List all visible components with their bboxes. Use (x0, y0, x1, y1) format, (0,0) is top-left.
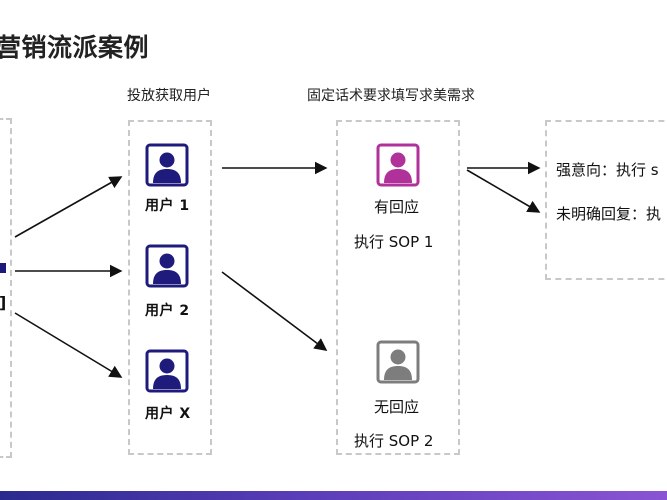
responded-status: 有回应 (374, 198, 420, 216)
no-response-action: 执行 SOP 2 (354, 432, 434, 450)
users-column-label: 投放获取用户 (127, 88, 211, 104)
outcome-unclear-reply: 未明确回复：执 (556, 205, 662, 223)
sop-box (336, 120, 460, 455)
arrow-user2-to-no-response (221, 271, 328, 351)
user-2-label: 用户 2 (145, 303, 190, 319)
no-response-user-icon (376, 340, 420, 384)
page-title: 营销流派案例 (0, 28, 149, 64)
arrow-source-to-userx (14, 312, 123, 378)
arrow-responded-to-unclear (466, 169, 541, 213)
user-1-label: 用户 1 (145, 198, 190, 214)
responded-action: 执行 SOP 1 (354, 233, 434, 251)
outcome-box (545, 120, 667, 280)
user-1-icon (145, 143, 189, 187)
arrow-source-to-user1 (14, 176, 123, 238)
no-response-status: 无回应 (374, 398, 420, 416)
responded-user-icon (376, 143, 420, 187)
users-box (128, 120, 212, 455)
sop-column-label: 固定话术要求填写求美需求 (307, 88, 475, 104)
user-x-label: 用户 X (145, 406, 191, 422)
outcome-strong-intent: 强意向：执行 s (556, 161, 659, 179)
source-marker (0, 263, 6, 273)
source-box (0, 118, 12, 458)
footer-accent-bar (0, 491, 667, 500)
page-title-text: 营销流派案例 (0, 33, 150, 62)
user-2-icon (145, 244, 189, 288)
user-x-icon (145, 349, 189, 393)
source-label-partial: ] (0, 293, 6, 312)
